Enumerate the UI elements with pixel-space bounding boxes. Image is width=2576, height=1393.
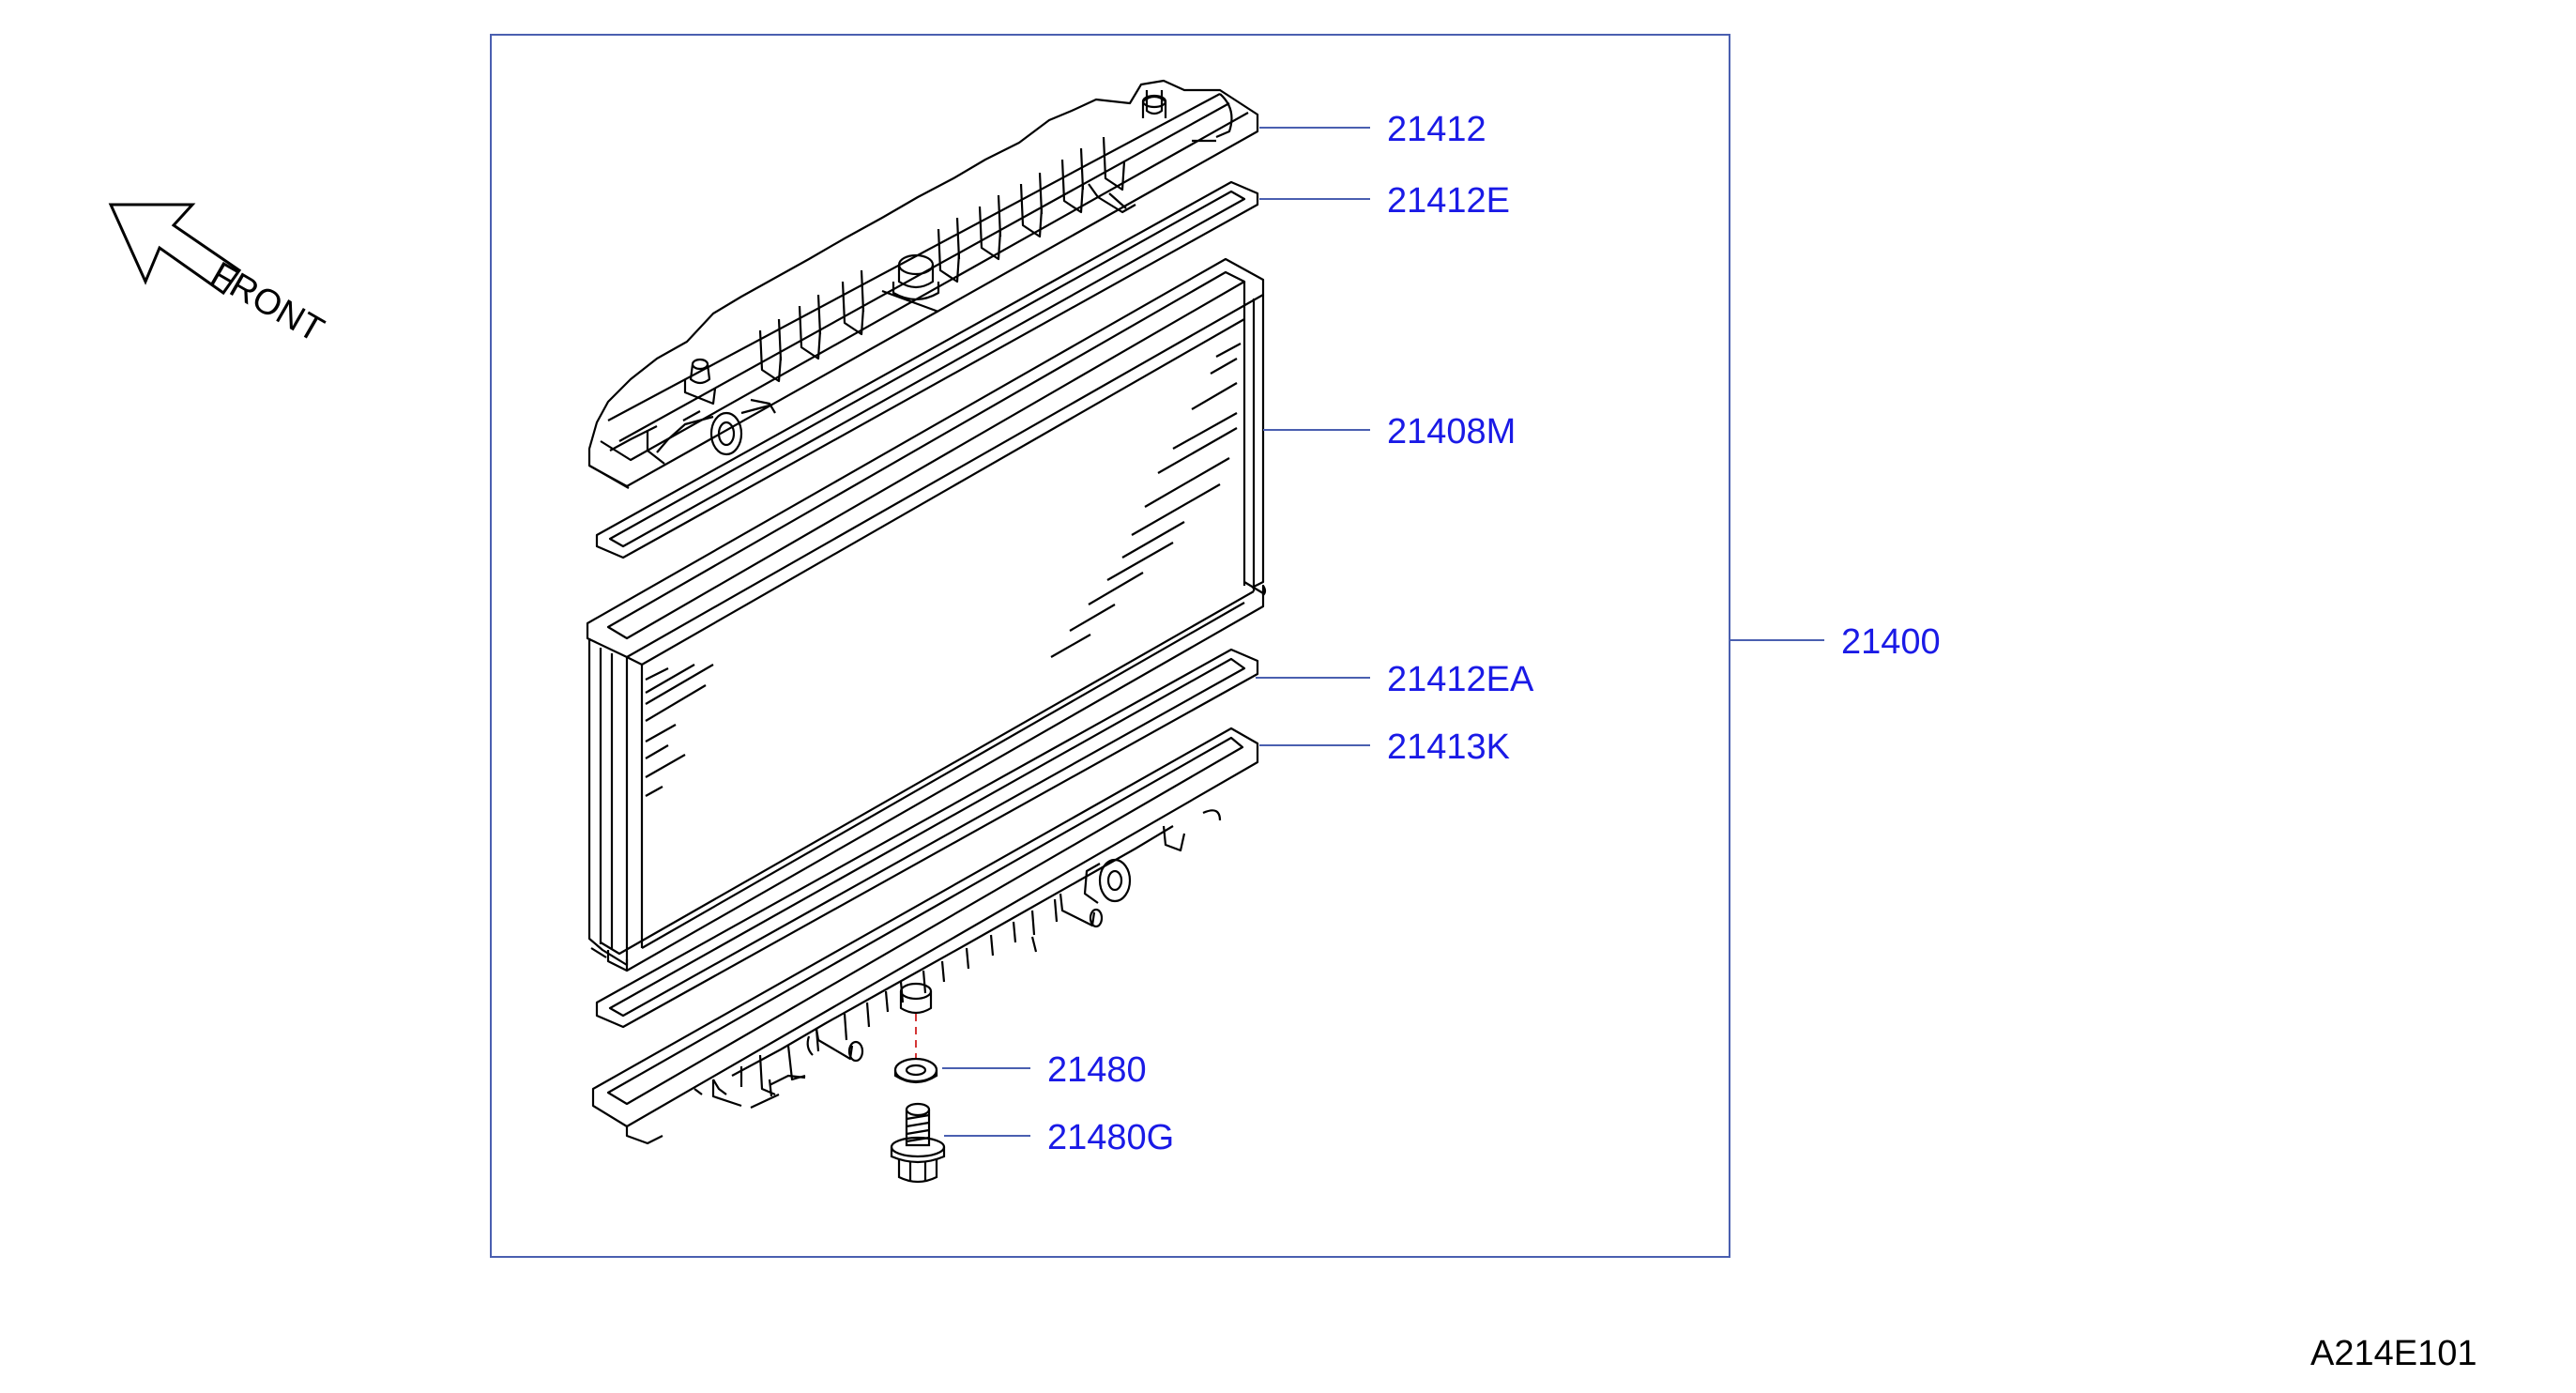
assembly-frame (490, 34, 1730, 1258)
diagram-id: A214E101 (2310, 1334, 2477, 1373)
upper-gasket[interactable] (595, 180, 1259, 559)
callout-21408m[interactable]: 21408M (1387, 412, 1516, 452)
callout-21480g[interactable]: 21480G (1047, 1118, 1174, 1157)
lower-gasket[interactable] (595, 648, 1259, 1029)
drain-plug[interactable] (890, 1102, 946, 1184)
callout-21400[interactable]: 21400 (1841, 622, 1941, 662)
callout-21480[interactable]: 21480 (1047, 1050, 1147, 1090)
callout-21412e[interactable]: 21412E (1387, 181, 1510, 221)
front-label: FRONT (205, 254, 330, 350)
callout-21412[interactable]: 21412 (1387, 110, 1486, 149)
callout-21413k[interactable]: 21413K (1387, 727, 1510, 767)
lower-tank[interactable] (591, 727, 1259, 1145)
drain-washer[interactable] (893, 1057, 938, 1084)
callout-leaders (942, 127, 1824, 1137)
upper-tank[interactable] (587, 79, 1259, 489)
radiator-core[interactable] (586, 257, 1267, 972)
callout-21412ea[interactable]: 21412EA (1387, 660, 1534, 699)
front-arrow-icon (108, 203, 242, 296)
